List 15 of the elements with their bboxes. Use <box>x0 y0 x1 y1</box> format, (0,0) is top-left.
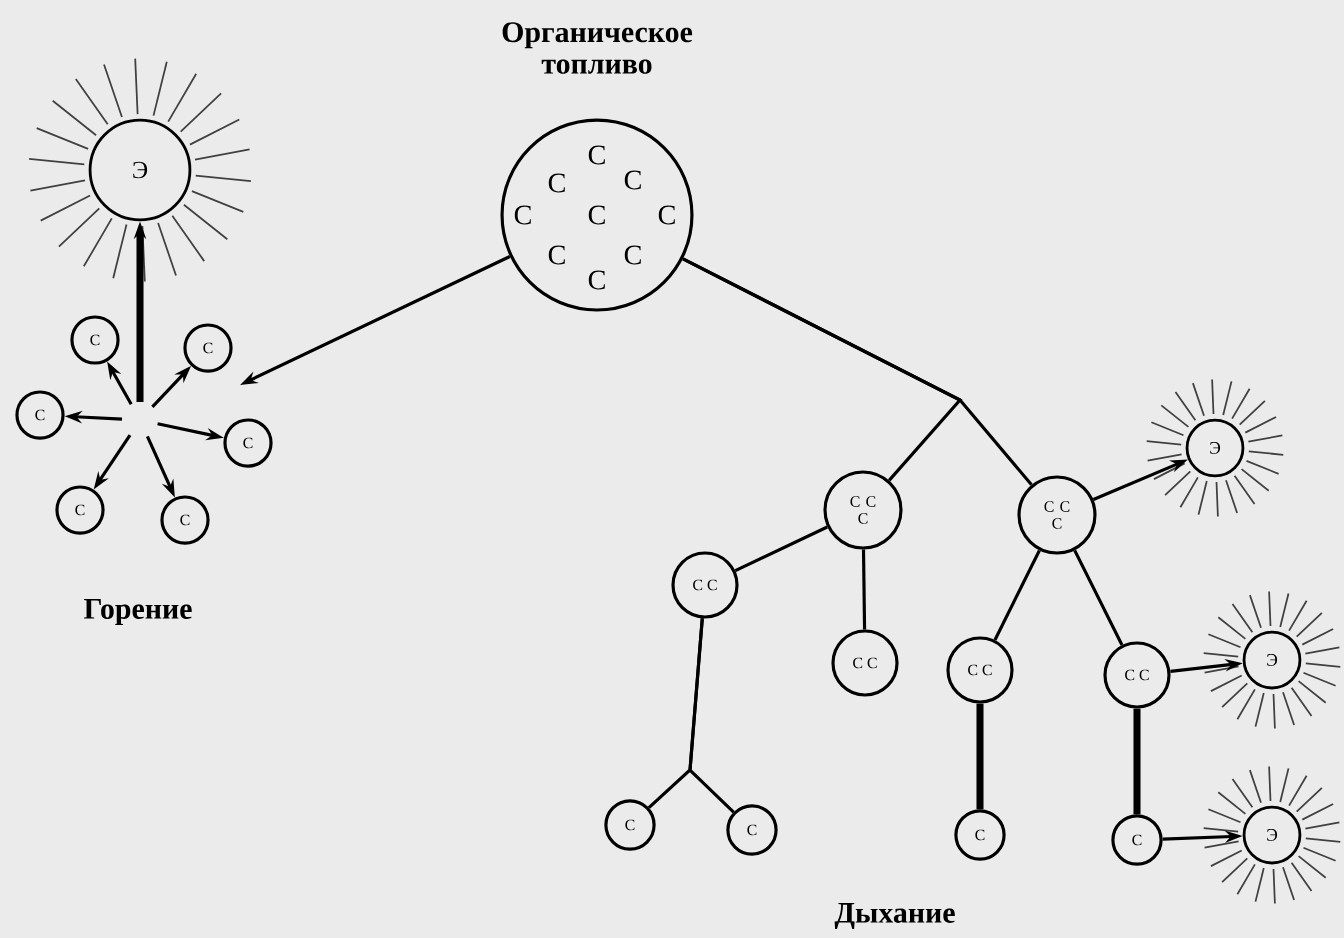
connector-line <box>861 549 867 630</box>
energy-sun: Э <box>28 57 252 283</box>
connector-line <box>1073 549 1124 646</box>
heading: Органическое топливо <box>502 22 693 74</box>
branching-line <box>688 618 735 814</box>
connector-line <box>1133 708 1141 815</box>
energy-sun: Э <box>1202 590 1342 730</box>
section-label: Горение <box>84 599 192 625</box>
energy-sun: Э <box>1145 378 1285 518</box>
connector-line <box>734 525 828 573</box>
energy-sun: Э <box>1202 765 1342 905</box>
section-label: Дыхание <box>834 903 955 929</box>
connector-line <box>993 549 1041 641</box>
branching-line <box>682 257 1033 486</box>
connector-line <box>976 703 984 810</box>
